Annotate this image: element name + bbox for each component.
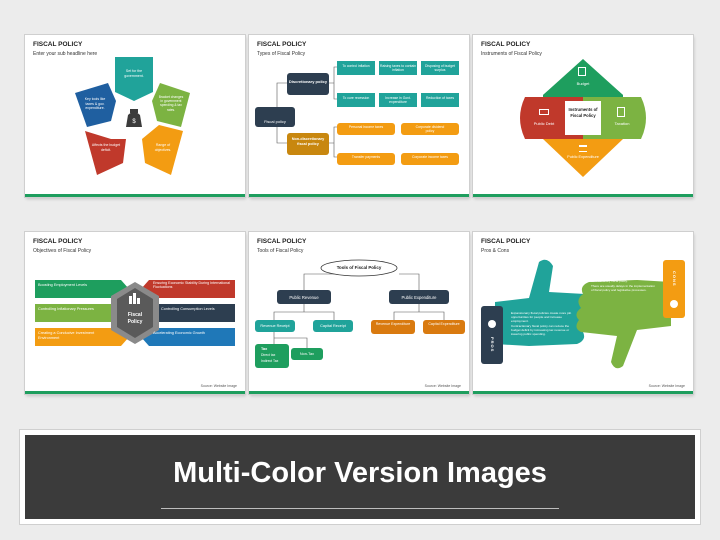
source-note: Source: Website Image xyxy=(648,384,685,388)
thumbs-down-icon xyxy=(576,280,671,369)
disc-item: To cure recession xyxy=(342,96,370,100)
quadrant-budget: Budget xyxy=(576,81,590,86)
objectives-center-label: Fiscal Policy xyxy=(127,312,143,325)
objectives-diagram xyxy=(35,280,235,346)
disc-item: To control inflation xyxy=(342,64,370,68)
tools-tax: Tax xyxy=(261,347,268,351)
pentagon-label-4: Affects the budget deficit. xyxy=(91,143,121,152)
shape-bottom-right xyxy=(142,125,183,175)
slide-title: FISCAL POLICY xyxy=(257,41,307,48)
types-tree xyxy=(255,61,459,165)
tools-root: Tools of Fiscal Policy xyxy=(336,265,382,270)
slide-accent-bar xyxy=(473,391,693,394)
money-bag-icon xyxy=(126,112,142,127)
public-debt-icon xyxy=(539,109,549,115)
objective-right-2: Controlling Consumption Levels xyxy=(161,307,215,311)
budget-icon xyxy=(578,67,586,76)
tools-public-revenue: Public Revenue xyxy=(289,295,319,300)
tree-root: Fiscal policy xyxy=(264,119,286,124)
banner-title: Multi-Color Version Images xyxy=(173,457,547,489)
slide-subtitle: Tools of Fiscal Policy xyxy=(257,248,304,254)
pentagon-label-5: Key tools like taxes & gov. expenditure. xyxy=(84,97,106,110)
nondisc-item: Transfer payments xyxy=(351,155,381,159)
tools-revenue-receipt: Revenue Receipt xyxy=(260,324,290,328)
tools-tax-item: Indirect Tax xyxy=(261,359,279,363)
tree-discretionary: Discretionary policy xyxy=(288,79,328,84)
tools-capital-receipt: Capital Receipt xyxy=(320,324,346,328)
slide-accent-bar xyxy=(473,194,693,197)
cons-item: There are usually delays in the implemen… xyxy=(591,284,655,293)
instruments-diamond xyxy=(520,59,646,177)
pentagon-label-3: Range of objectives. xyxy=(154,143,172,152)
slide-accent-bar xyxy=(249,194,469,197)
slide-subtitle: Pros & Cons xyxy=(481,248,510,254)
tools-tax-item: Direct tax xyxy=(261,353,276,357)
pros-list: Expansionary fiscal policies create more… xyxy=(511,311,577,337)
shape-left xyxy=(75,83,116,127)
banner-panel: Multi-Color Version Images xyxy=(25,435,695,519)
slide-accent-bar xyxy=(25,391,245,394)
disc-item: Reduction of taxes xyxy=(425,96,455,100)
slide-thumbnail-5[interactable]: FISCAL POLICY Tools of Fiscal Policy Too… xyxy=(249,232,469,394)
pros-item: Expansionary fiscal policies create more… xyxy=(511,311,572,323)
quadrant-public-expenditure: Public Expenditure xyxy=(567,155,599,159)
disc-item: Raising taxes to contain inflation xyxy=(380,64,416,72)
slide-title: FISCAL POLICY xyxy=(257,238,307,245)
objective-left-1: Boosting Employment Levels xyxy=(38,283,87,287)
cons-item: Conflict of objectives can occur if the … xyxy=(591,271,652,283)
slide-subtitle: Types of Fiscal Policy xyxy=(257,51,306,57)
tools-revenue-expenditure: Revenue Expenditure xyxy=(375,322,411,326)
version-banner: Multi-Color Version Images xyxy=(20,430,700,524)
shape-right xyxy=(152,83,190,127)
pentagon-diagram: $ xyxy=(75,57,190,175)
slide-title: FISCAL POLICY xyxy=(33,238,83,245)
taxation-icon xyxy=(617,107,625,117)
slide-accent-bar xyxy=(249,391,469,394)
quadrant-taxation: Taxation xyxy=(614,121,630,126)
slide-thumbnail-2[interactable]: FISCAL POLICY Types of Fiscal Policy Fis… xyxy=(249,35,469,197)
slide-title: FISCAL POLICY xyxy=(481,41,531,48)
quadrant-public-debt: Public Debt xyxy=(533,121,555,126)
shape-bottom-left xyxy=(85,131,126,175)
tools-tree xyxy=(255,259,465,368)
slide-thumbnail-6[interactable]: FISCAL POLICY Pros & Cons PROS CONS Expa… xyxy=(473,232,693,394)
slide-accent-bar xyxy=(25,194,245,197)
thumbs-up-icon xyxy=(495,259,590,346)
pros-label: PROS xyxy=(490,337,495,353)
bank-icon xyxy=(579,145,587,152)
nondisc-item: Corporate dividend policy xyxy=(415,125,445,133)
banner-underline xyxy=(161,508,559,509)
slide-subtitle: Objectives of Fiscal Policy xyxy=(33,248,92,254)
cons-label: CONS xyxy=(672,271,677,287)
tools-capital-expenditure: Capital Expenditure xyxy=(428,322,460,326)
svg-text:$: $ xyxy=(132,119,136,125)
source-note: Source: Website Image xyxy=(200,384,237,388)
objective-left-3: Creating a Conducive Investment Environm… xyxy=(38,331,95,340)
slide-title: FISCAL POLICY xyxy=(481,238,531,245)
shape-top xyxy=(115,57,153,101)
pros-cons-thumbs xyxy=(481,259,685,369)
disc-item: Disposing of budget surplus xyxy=(425,64,455,72)
cons-list: Conflict of objectives can occur if the … xyxy=(591,271,657,293)
slide-subtitle: Instruments of Fiscal Policy xyxy=(481,51,542,57)
source-note: Source: Website Image xyxy=(424,384,461,388)
nondisc-item: Personal income taxes xyxy=(348,125,384,129)
pros-item: Contractionary fiscal policy can reduce … xyxy=(511,324,570,336)
instruments-center-label: Instruments of Fiscal Policy xyxy=(568,107,598,118)
objective-left-2: Controlling Inflationary Pressures xyxy=(38,307,94,311)
objective-right-1: Ensuring Economic Stability During Inter… xyxy=(153,281,230,290)
disc-item: Increase in Govt. expenditure xyxy=(385,96,411,104)
tree-nondiscretionary: Non-discretionary fiscal policy xyxy=(291,137,325,146)
pentagon-label-2: Bracket changes in government spending &… xyxy=(158,95,184,112)
pentagon-label-1: Set for the government. xyxy=(124,69,144,78)
slide-title: FISCAL POLICY xyxy=(33,41,83,48)
slide-thumbnail-1[interactable]: FISCAL POLICY Enter your sub headline he… xyxy=(25,35,245,197)
slide-subtitle: Enter your sub headline here xyxy=(33,51,98,57)
nondisc-item: Corporate income taxes xyxy=(412,155,448,159)
objective-right-3: Accelerating Economic Growth xyxy=(153,331,205,335)
tools-non-tax: Non-Tax xyxy=(299,352,315,356)
tools-public-expenditure: Public Expenditure xyxy=(401,295,437,300)
slide-thumbnail-3[interactable]: FISCAL POLICY Instruments of Fiscal Poli… xyxy=(473,35,693,197)
slide-thumbnail-4[interactable]: FISCAL POLICY Objectives of Fiscal Polic… xyxy=(25,232,245,394)
